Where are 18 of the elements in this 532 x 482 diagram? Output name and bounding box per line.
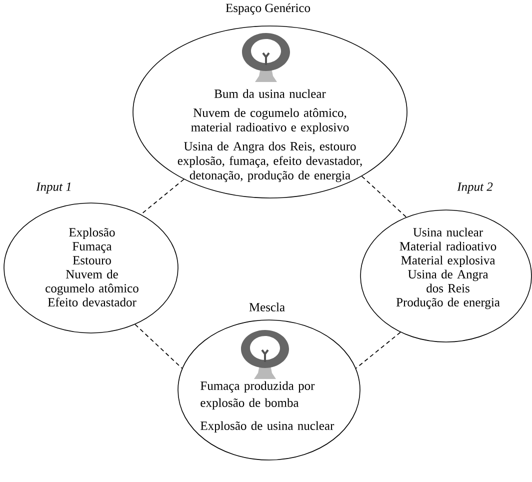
heading: Espaço Genérico xyxy=(226,3,310,15)
node-label: Explosão xyxy=(69,228,115,240)
node-label: Material radioativo xyxy=(400,242,496,250)
node-label: Efeito devastador xyxy=(48,298,136,306)
connector xyxy=(140,178,184,215)
connector xyxy=(361,176,407,218)
heading: Input 1 xyxy=(36,182,71,194)
connector xyxy=(356,332,401,369)
heading: Input 2 xyxy=(457,182,493,194)
node-label: Nuvem de cogumelo atômico xyxy=(46,270,138,296)
node-label: Usina de Angra dos Reis xyxy=(408,270,488,292)
node-label: Fumaça xyxy=(72,242,112,254)
node-label: Produção de energia xyxy=(396,298,500,310)
node-label: Material explosiva xyxy=(401,256,496,268)
connector xyxy=(134,324,182,369)
node-label: Usina nuclear xyxy=(413,228,483,236)
heading: Mescla xyxy=(249,302,285,312)
node-label: Estouro xyxy=(72,256,111,264)
